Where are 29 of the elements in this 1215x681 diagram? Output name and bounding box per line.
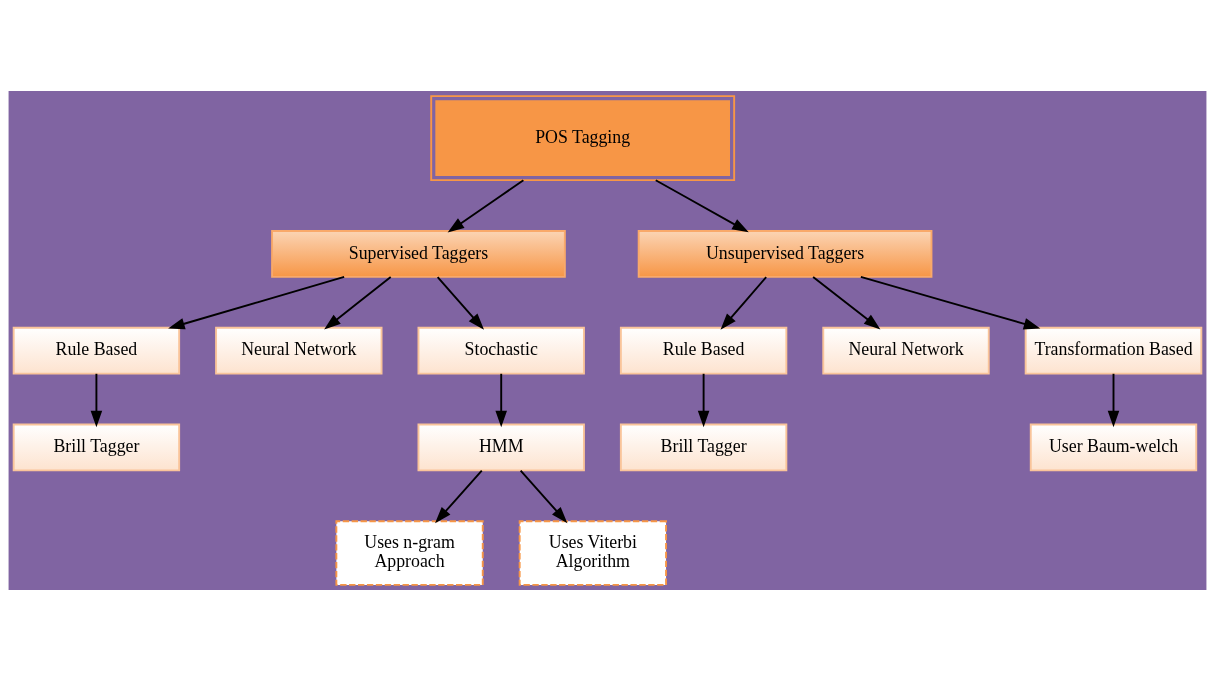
arrow bbox=[697, 372, 710, 428]
node-box: Brill Tagger bbox=[12, 423, 181, 472]
arrow bbox=[720, 276, 768, 330]
node-box: Neural Network bbox=[215, 326, 383, 375]
arrow bbox=[812, 276, 881, 330]
node-box: Transformation Based bbox=[1024, 326, 1203, 375]
node-box: Supervised Taggers bbox=[271, 230, 566, 278]
arrow bbox=[90, 372, 103, 428]
node-box: User Baum-welch bbox=[1029, 423, 1198, 472]
arrow bbox=[168, 276, 346, 330]
arrow bbox=[324, 276, 392, 330]
node-box: HMM bbox=[417, 423, 585, 472]
arrow bbox=[435, 469, 483, 524]
arrow bbox=[436, 276, 485, 330]
node-box: Rule Based bbox=[619, 326, 788, 375]
arrow bbox=[495, 372, 507, 428]
node-box: Neural Network bbox=[822, 326, 990, 375]
node-box: POS Tagging bbox=[430, 95, 736, 182]
arrow bbox=[447, 179, 525, 233]
arrow bbox=[519, 469, 568, 524]
node-box: Rule Based bbox=[12, 326, 181, 375]
arrow bbox=[1107, 372, 1120, 428]
node-box: Uses n-gram Approach bbox=[335, 520, 484, 586]
node-box: Brill Tagger bbox=[619, 423, 788, 472]
node-box: Uses Viterbi Algorithm bbox=[518, 520, 667, 586]
node-box: Unsupervised Taggers bbox=[637, 230, 933, 278]
arrow bbox=[654, 179, 749, 233]
node-box: Stochastic bbox=[417, 326, 585, 375]
arrow bbox=[859, 276, 1041, 330]
